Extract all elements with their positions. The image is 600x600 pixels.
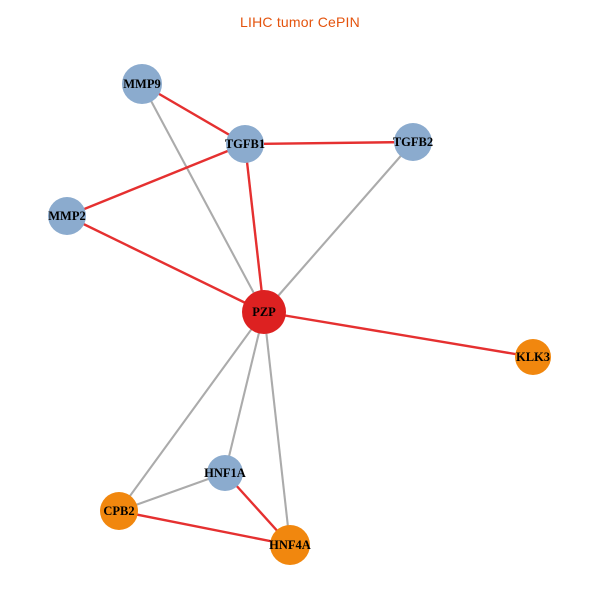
node-label-TGFB1: TGFB1 [225,137,265,151]
edge-PZP-CPB2 [118,311,265,512]
node-label-MMP2: MMP2 [48,209,85,223]
node-HNF4A [270,525,310,565]
node-HNF1A [207,455,243,491]
node-MMP2 [48,197,86,235]
node-label-KLK3: KLK3 [516,350,550,364]
node-CPB2 [100,492,138,530]
edge-PZP-KLK3 [263,310,534,359]
edge-TGFB1-MMP2 [66,142,246,218]
plot-title: LIHC tumor CePIN [240,14,360,30]
node-MMP9 [122,64,162,104]
node-label-HNF1A: HNF1A [204,466,246,480]
edge-TGFB2-PZP [263,141,414,313]
edge-PZP-HNF4A [262,311,292,546]
edge-TGFB1-TGFB2 [244,140,414,146]
node-label-MMP9: MMP9 [123,77,160,91]
node-TGFB1 [226,125,264,163]
edge-PZP-HNF1A [223,311,266,474]
node-KLK3 [515,339,551,375]
node-PZP [242,290,286,334]
edge-MMP2-PZP [66,214,265,314]
edge-MMP9-PZP [141,83,265,313]
node-label-HNF4A: HNF4A [269,538,311,552]
edge-CPB2-HNF4A [118,509,291,547]
node-label-TGFB2: TGFB2 [393,135,433,149]
node-label-PZP: PZP [252,305,276,319]
node-TGFB2 [394,123,432,161]
edge-TGFB1-PZP [243,143,266,313]
node-label-CPB2: CPB2 [103,504,134,518]
